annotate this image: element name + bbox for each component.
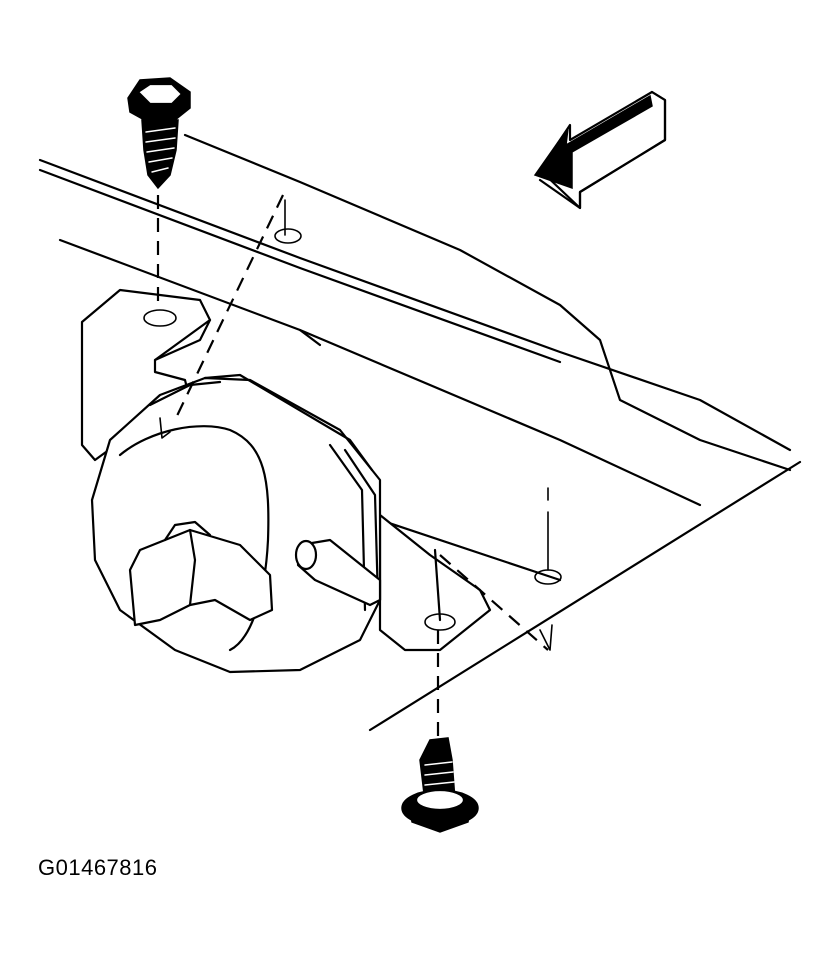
upper-stud-hole xyxy=(274,199,302,244)
alignment-lines xyxy=(156,194,553,745)
mounting-bracket xyxy=(80,288,492,652)
bolt-icon xyxy=(127,77,191,190)
figure-id-label: G01467816 xyxy=(38,855,158,880)
bolt-icon xyxy=(401,737,479,833)
front-direction-arrow-icon xyxy=(533,90,667,210)
right-stud-hole xyxy=(534,487,562,585)
frame-rail xyxy=(38,133,802,732)
housing-lever xyxy=(128,520,274,627)
side-pin xyxy=(294,538,382,607)
component-housing xyxy=(90,373,382,674)
